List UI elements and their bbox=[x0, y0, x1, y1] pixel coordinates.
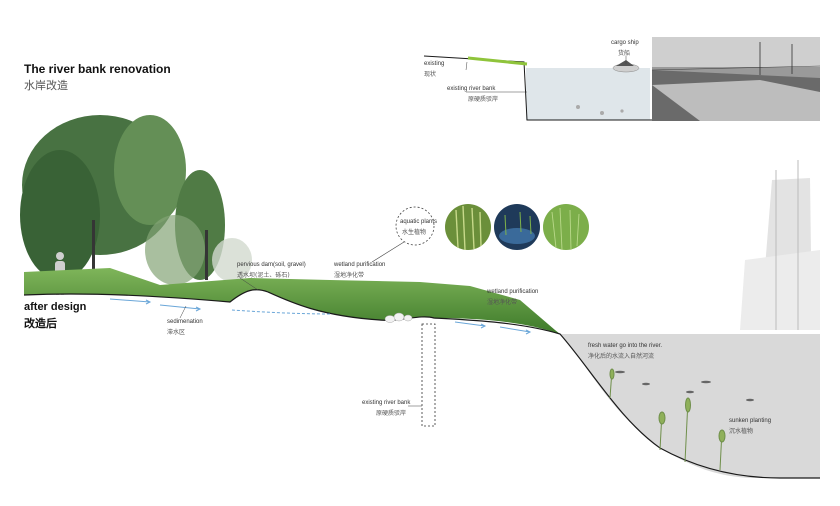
green-rail bbox=[467, 56, 528, 66]
cargo-ship-label: cargo ship bbox=[611, 40, 639, 46]
fish bbox=[615, 370, 754, 402]
leader-lines bbox=[179, 56, 627, 407]
trees bbox=[20, 115, 252, 290]
existing-river-bank-label-cn: 原硬质驳岸 bbox=[468, 96, 499, 103]
water-flow-arrows bbox=[109, 298, 532, 335]
main-title-cn: 水岸改造 bbox=[24, 79, 68, 92]
fresh-water-label-cn: 净化后的水流入自然河流 bbox=[588, 353, 655, 360]
sunken-planting-label-cn: 沉水植物 bbox=[729, 428, 754, 435]
sailing-ship-silhouette bbox=[740, 160, 820, 330]
existing-river-bank-outline bbox=[421, 323, 436, 427]
wetland-purification-label-2: wetland purification bbox=[487, 289, 539, 295]
sedimentation-label: sedimenation bbox=[167, 319, 203, 325]
wetland-purification-label-1-cn: 湿地净化带 bbox=[334, 272, 365, 279]
cargo-ship-label-cn: 货船 bbox=[618, 50, 631, 57]
existing-label-cn: 现状 bbox=[424, 71, 437, 78]
sunken-plants bbox=[609, 368, 726, 471]
after-design-label: after design bbox=[24, 301, 87, 313]
gravel-rocks bbox=[384, 312, 413, 323]
sunken-planting-label: sunken planting bbox=[729, 418, 772, 424]
sedimentation-label-cn: 滞水区 bbox=[167, 329, 186, 336]
aquatic-plant-photos bbox=[445, 204, 589, 251]
existing-river-bank-label-lower-cn: 原硬质驳岸 bbox=[376, 410, 407, 417]
pervious-dam-label: pervious dam(soil, gravel) bbox=[237, 262, 306, 268]
aquatic-plants-label-cn: 水生植物 bbox=[402, 229, 427, 236]
wetland-purification-label-2-cn: 湿地净化带 bbox=[487, 299, 518, 306]
existing-river-bank-label-lower: existing river bank bbox=[362, 400, 411, 406]
existing-label: existing bbox=[424, 61, 445, 67]
pervious-dam-label-cn: 透水坝(泥土、砾石) bbox=[237, 272, 290, 279]
main-title: The river bank renovation bbox=[24, 62, 171, 76]
existing-section bbox=[423, 37, 821, 121]
aquatic-plants-label: aquatic plants bbox=[400, 219, 438, 225]
aquatic-plants-callout bbox=[395, 206, 435, 246]
existing-river-bank-label: existing river bank bbox=[447, 86, 496, 92]
after-design-label-cn: 改造后 bbox=[24, 317, 57, 330]
wetland-purification-label-1: wetland purification bbox=[334, 262, 386, 268]
existing-water bbox=[526, 68, 650, 120]
fresh-water-label: fresh water go into the river. bbox=[588, 343, 663, 349]
grass-band bbox=[24, 268, 560, 334]
